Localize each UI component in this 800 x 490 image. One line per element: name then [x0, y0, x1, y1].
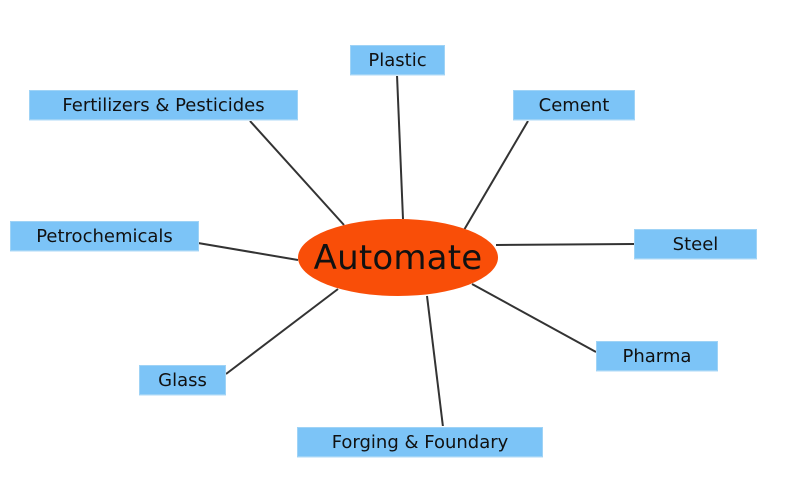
connector-plastic: [396, 74, 404, 220]
node-label-steel: Steel: [672, 233, 719, 255]
connector-glass: [225, 288, 339, 375]
node-petrochemicals: Petrochemicals: [10, 220, 199, 252]
connector-steel: [495, 243, 635, 246]
node-forging-foundary: Forging & Foundary: [297, 426, 543, 458]
connector-cement: [463, 120, 529, 231]
node-fertilizers-pesticides: Fertilizers & Pesticides: [29, 89, 298, 121]
connector-petrochemicals: [197, 242, 299, 261]
node-label-plastic: Plastic: [368, 49, 427, 71]
connector-pharma: [471, 283, 597, 353]
center-node-automate: Automate: [298, 219, 498, 296]
node-label-cement: Cement: [538, 94, 610, 116]
connector-fertilizers: [249, 120, 345, 226]
node-plastic: Plastic: [350, 44, 445, 76]
center-node-label: Automate: [313, 237, 483, 278]
node-label-fertilizers-pesticides: Fertilizers & Pesticides: [62, 94, 265, 116]
connector-forging: [426, 295, 444, 428]
node-glass: Glass: [139, 364, 226, 396]
node-label-petrochemicals: Petrochemicals: [36, 225, 173, 247]
node-pharma: Pharma: [596, 340, 718, 372]
node-steel: Steel: [634, 228, 757, 260]
node-cement: Cement: [513, 89, 635, 121]
node-label-forging-foundary: Forging & Foundary: [331, 431, 509, 453]
node-label-pharma: Pharma: [622, 345, 692, 367]
node-label-glass: Glass: [158, 369, 207, 391]
